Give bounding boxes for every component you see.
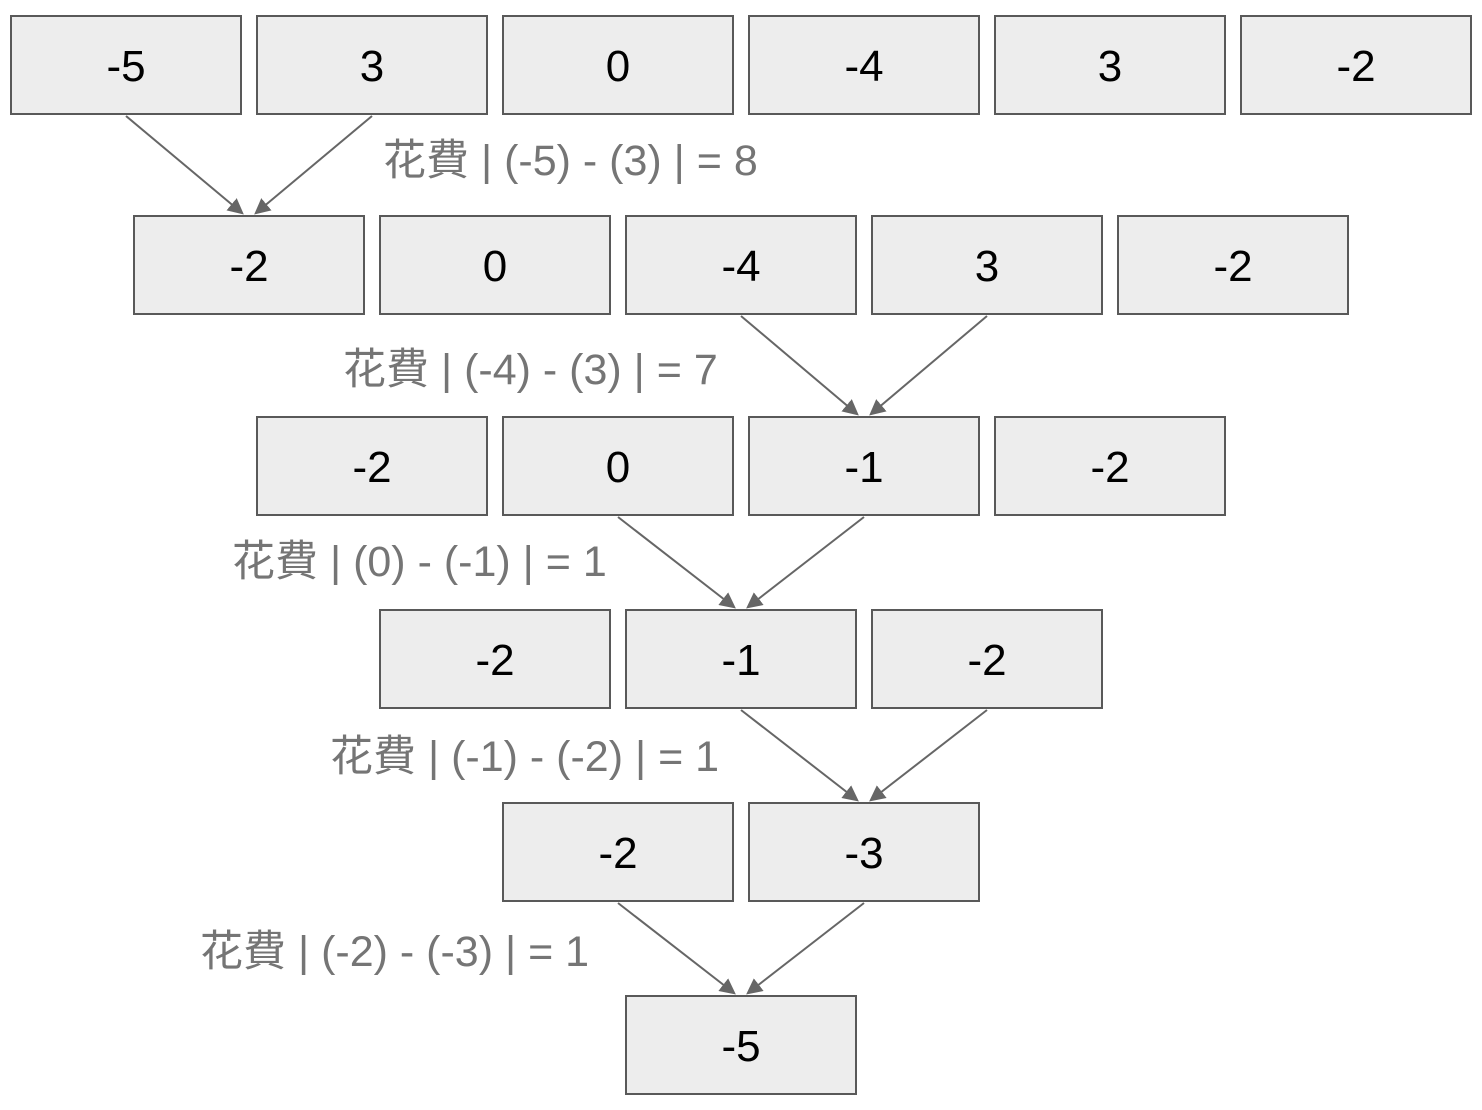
cell-value: -2 — [967, 636, 1007, 685]
array-cell-row2-col3: -2 — [994, 416, 1226, 516]
array-cell-row2-col2: -1 — [748, 416, 980, 516]
cell-value: 3 — [359, 42, 385, 91]
array-cell-row0-col2: 0 — [502, 15, 734, 115]
merge-arrow-2-from-col2 — [746, 516, 865, 609]
cell-value: -2 — [229, 242, 269, 291]
merge-arrow-1-from-col3 — [869, 315, 988, 416]
cell-value: -2 — [352, 443, 392, 492]
cell-value: 0 — [605, 443, 631, 492]
cost-label-1: 花費 | (-4) - (3) | = 7 — [343, 346, 718, 394]
merge-arrow-2-from-col1 — [617, 516, 736, 609]
array-cell-row4-col1: -3 — [748, 802, 980, 902]
cell-value: -4 — [721, 242, 761, 291]
array-cell-row0-col3: -4 — [748, 15, 980, 115]
array-cell-row3-col0: -2 — [379, 609, 611, 709]
cell-value: -5 — [106, 42, 146, 91]
array-cell-row0-col5: -2 — [1240, 15, 1472, 115]
cell-value: 3 — [974, 242, 1000, 291]
cost-label-4: 花費 | (-2) - (-3) | = 1 — [200, 928, 590, 976]
array-cell-row1-col2: -4 — [625, 215, 857, 315]
array-cell-row3-col1: -1 — [625, 609, 857, 709]
array-cell-row0-col4: 3 — [994, 15, 1226, 115]
cell-value: -1 — [721, 636, 761, 685]
cell-value: -4 — [844, 42, 884, 91]
merge-arrow-0-from-col0 — [125, 115, 244, 215]
array-cell-row3-col2: -2 — [871, 609, 1103, 709]
merge-arrow-4-from-col0 — [617, 902, 736, 995]
cost-label-2: 花費 | (0) - (-1) | = 1 — [232, 538, 607, 586]
array-cell-row1-col0: -2 — [133, 215, 365, 315]
array-cell-row5-col0: -5 — [625, 995, 857, 1095]
cell-value: 3 — [1097, 42, 1123, 91]
cell-value: -2 — [475, 636, 515, 685]
array-cell-row1-col1: 0 — [379, 215, 611, 315]
array-cell-row0-col0: -5 — [10, 15, 242, 115]
array-cell-row2-col1: 0 — [502, 416, 734, 516]
array-cell-row1-col4: -2 — [1117, 215, 1349, 315]
array-cell-row1-col3: 3 — [871, 215, 1103, 315]
cell-value: -5 — [721, 1022, 761, 1071]
merge-arrow-1-from-col2 — [740, 315, 859, 416]
cell-value: -2 — [1336, 42, 1376, 91]
cell-value: -2 — [1213, 242, 1253, 291]
cell-value: -1 — [844, 443, 884, 492]
cost-label-0: 花費 | (-5) - (3) | = 8 — [383, 137, 758, 185]
array-cell-row4-col0: -2 — [502, 802, 734, 902]
merge-arrow-3-from-col1 — [740, 709, 859, 802]
cell-value: 0 — [482, 242, 508, 291]
cell-value: -2 — [1090, 443, 1130, 492]
merge-arrow-0-from-col1 — [254, 115, 373, 215]
merge-arrow-3-from-col2 — [869, 709, 988, 802]
cell-value: -3 — [844, 829, 884, 878]
cell-value: 0 — [605, 42, 631, 91]
merge-arrow-4-from-col1 — [746, 902, 865, 995]
array-cell-row2-col0: -2 — [256, 416, 488, 516]
cost-label-3: 花費 | (-1) - (-2) | = 1 — [330, 733, 720, 781]
array-cell-row0-col1: 3 — [256, 15, 488, 115]
cell-value: -2 — [598, 829, 638, 878]
